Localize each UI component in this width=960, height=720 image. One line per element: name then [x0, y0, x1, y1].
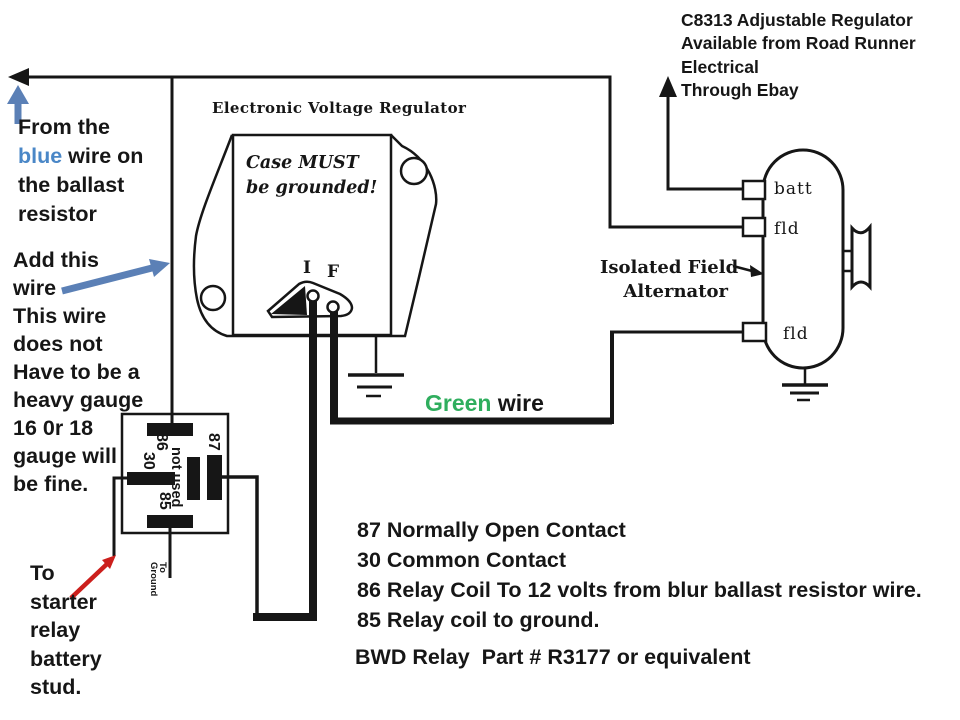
- mounting-hole-left: [199, 284, 227, 312]
- from-ballast-line1: From the: [18, 115, 110, 139]
- alternator-terminal-batt-label: batt: [774, 179, 813, 199]
- to-ground-line2: Ground: [148, 562, 160, 597]
- from-ballast-line3: the ballast: [18, 173, 125, 197]
- gauge-note-line4: heavy gauge: [13, 388, 144, 412]
- mounting-hole-right: [399, 156, 429, 186]
- bwd-part-note: BWD Relay Part # R3177 or equivalent: [355, 645, 751, 669]
- relay-pin-30-label: 30: [140, 452, 157, 470]
- regulator-connector-pins: [306, 289, 340, 314]
- relay-30-wire: [112, 476, 132, 556]
- gauge-note-line3: Have to be a: [13, 360, 140, 384]
- from-ballast-note: From the blue wire on the ballast resist…: [18, 113, 143, 229]
- pin-i: [306, 289, 320, 303]
- from-ballast-line2: blue wire on: [18, 142, 143, 171]
- gauge-note-line6: gauge will: [13, 444, 117, 468]
- starter-note-line2: starter: [30, 589, 97, 614]
- alternator-housing: [761, 148, 845, 370]
- from-ballast-line4: resistor: [18, 202, 97, 226]
- relay-pin-legend: 87 Normally Open Contact 30 Common Conta…: [357, 515, 922, 635]
- to-ground-label: To Ground: [148, 562, 169, 597]
- pin-f: [326, 300, 340, 314]
- case-grounded-note: Case MUST be grounded!: [246, 151, 377, 201]
- starter-note-line5: stud.: [30, 675, 82, 699]
- legend-line-30: 30 Common Contact: [357, 548, 567, 572]
- regulator-outer-flange: [192, 134, 438, 338]
- ballast-feed-wire: [24, 75, 744, 229]
- green-wire-label: Green wire: [425, 390, 544, 417]
- alternator-label-line2: Alternator: [623, 281, 728, 302]
- alternator-ground-symbol: [782, 368, 828, 402]
- relay-pin-87-blade: [207, 455, 222, 500]
- relay-pin-85-blade: [147, 515, 193, 528]
- blue-up-arrow: [7, 85, 29, 124]
- from-ballast-line2-rest: wire on: [62, 144, 144, 168]
- red-starter-stud-arrow: [69, 555, 116, 600]
- starter-relay-note: To starter relay battery stud.: [30, 559, 102, 702]
- annotation-arrows: [7, 85, 170, 600]
- batt-wire: [666, 94, 744, 191]
- relay-pin-86-blade: [147, 423, 193, 436]
- gauge-note-line2: does not: [13, 332, 103, 356]
- alternator-terminal-fld-top-label: fld: [774, 219, 800, 239]
- relay-body: [120, 412, 230, 535]
- alternator-pulley: [843, 222, 872, 291]
- regulator-ground-symbol: [348, 335, 404, 398]
- supplier-note: C8313 Adjustable Regulator Available fro…: [681, 9, 916, 103]
- regulator-title: Electronic Voltage Regulator: [212, 99, 467, 117]
- wire-gauge-note: This wire does not Have to be a heavy ga…: [13, 302, 143, 498]
- starter-note-line1: To: [30, 561, 55, 585]
- supplier-note-line3: Electrical: [681, 56, 759, 77]
- supplier-note-line1: C8313 Adjustable Regulator: [681, 10, 913, 30]
- add-wire-line1: Add this: [13, 248, 99, 272]
- starter-note-line3: relay: [30, 618, 81, 642]
- alternator-terminal-fld-bottom-label: fld: [783, 324, 809, 344]
- up-arrowhead: [659, 76, 677, 97]
- alternator-label: Isolated Field Alternator: [600, 256, 739, 304]
- terminal-fld-top: [741, 216, 767, 238]
- relay-pin-85-label: 85: [156, 492, 173, 510]
- legend-line-86: 86 Relay Coil To 12 volts from blur ball…: [357, 578, 922, 602]
- supplier-note-line4: Through Ebay: [681, 80, 799, 101]
- gauge-note-line7: be fine.: [13, 472, 89, 496]
- terminal-i-label: I: [303, 258, 311, 278]
- relay-pin-30-blade: [127, 472, 175, 485]
- green-wire-rest: wire: [491, 390, 544, 416]
- gauge-note-line5: 16 0r 18: [13, 416, 94, 440]
- supplier-note-line2: Available from Road Runner: [681, 33, 916, 54]
- add-wire-line2: wire: [13, 276, 57, 300]
- terminal-f-label: F: [327, 262, 340, 282]
- add-wire-note: Add this wire: [13, 246, 99, 302]
- green-word: Green: [425, 390, 492, 416]
- relay-pin-87-label: 87: [205, 433, 222, 451]
- relay-pin-not-used-blade: [187, 457, 200, 500]
- terminal-batt: [741, 179, 767, 201]
- wires: [8, 68, 744, 621]
- case-note-line2: be grounded!: [246, 178, 378, 198]
- blue-add-wire-arrow: [61, 259, 170, 295]
- gauge-note-line1: This wire: [13, 304, 107, 328]
- case-note-line1: Case MUST: [246, 153, 359, 173]
- left-arrowhead: [8, 68, 29, 86]
- relay-87-wire: [220, 475, 259, 617]
- starter-note-line4: battery: [30, 646, 102, 671]
- alternator-label-line1: Isolated Field: [600, 257, 739, 278]
- isolated-field-pointer-arrow: [732, 264, 764, 277]
- alternator-body: [732, 148, 872, 402]
- terminal-fld-bottom: [741, 321, 768, 343]
- blue-word: blue: [18, 144, 63, 168]
- legend-line-87: 87 Normally Open Contact: [357, 518, 626, 542]
- legend-line-85: 85 Relay coil to ground.: [357, 608, 600, 632]
- alternator-terminals: [741, 179, 768, 343]
